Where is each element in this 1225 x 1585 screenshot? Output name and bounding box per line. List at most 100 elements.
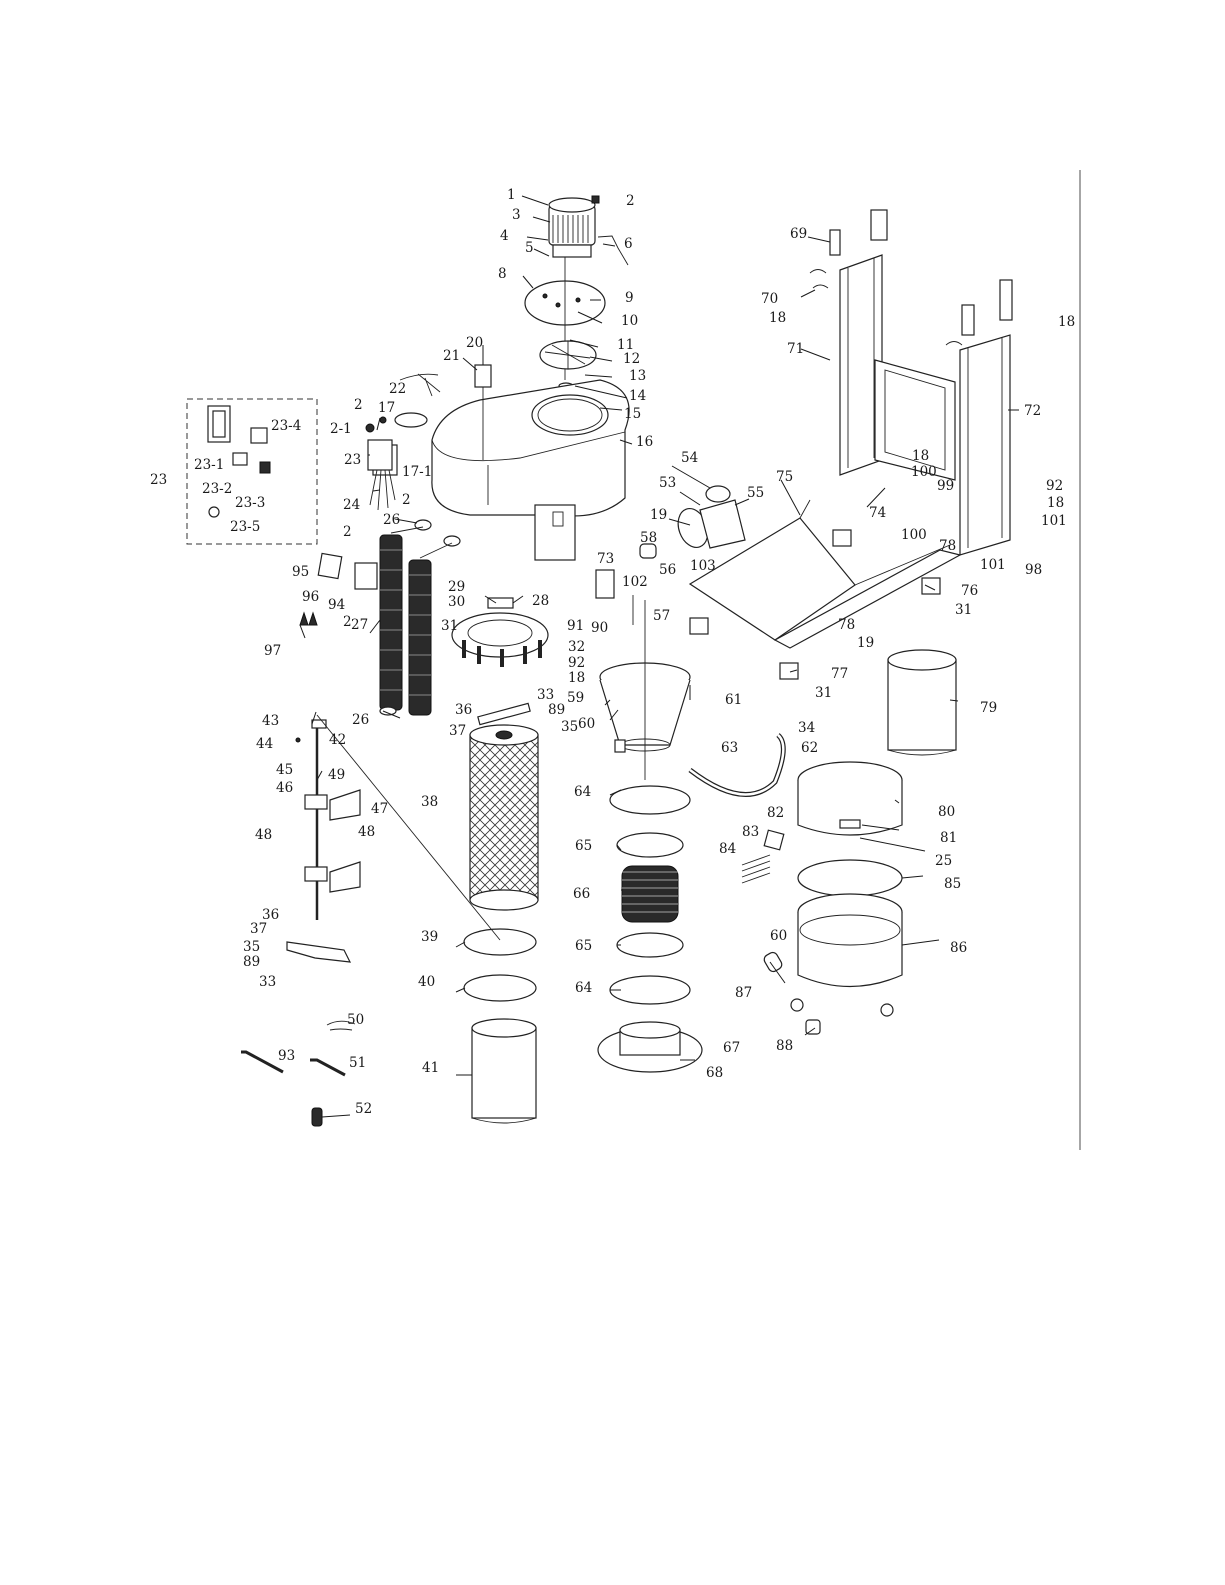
shaker-rod-assembly (286, 714, 501, 963)
base-68 (597, 1021, 703, 1073)
callout-12: 12 (623, 351, 640, 367)
callout-53: 53 (659, 475, 676, 491)
callout-61: 61 (725, 692, 742, 708)
flange-plate-32 (451, 597, 549, 667)
callout-18: 18 (568, 670, 585, 686)
ring-65a (616, 832, 684, 858)
gasket-17 (394, 412, 428, 428)
callout-93: 93 (278, 1048, 295, 1064)
motor-top (548, 197, 596, 213)
bar-33-top (477, 702, 531, 726)
inlet-53-55 (639, 485, 746, 559)
drum-assembly (797, 761, 903, 988)
callout-4: 4 (500, 228, 509, 244)
grate-84 (741, 854, 771, 884)
spring-66 (621, 865, 679, 923)
callout-10: 10 (621, 313, 638, 329)
hex-key-93 (241, 1050, 284, 1074)
callout-26: 26 (383, 512, 400, 528)
callout-88: 88 (776, 1038, 793, 1054)
motor-base (552, 244, 592, 258)
callout-52: 52 (355, 1101, 372, 1117)
callout-71: 71 (787, 341, 804, 357)
callout-49: 49 (328, 767, 345, 783)
callout-73: 73 (597, 551, 614, 567)
callout-103: 103 (690, 558, 716, 574)
callout-51: 51 (349, 1055, 366, 1071)
callout-22: 22 (389, 381, 406, 397)
callout-35-b: 35 (243, 939, 260, 955)
box-90 (595, 569, 615, 599)
callout-60-b: 60 (770, 928, 787, 944)
callout-23-5: 23-5 (230, 519, 260, 535)
callout-100-b: 100 (901, 527, 927, 543)
callout-40: 40 (418, 974, 435, 990)
callout-78-b: 78 (838, 617, 855, 633)
callout-2-1: 2-1 (330, 421, 352, 437)
callout-82: 82 (767, 805, 784, 821)
callout-23: 23 (150, 472, 167, 488)
handle-52 (311, 1107, 323, 1127)
callout-21: 21 (443, 348, 460, 364)
callout-57: 57 (653, 608, 670, 624)
callout-46: 46 (276, 780, 293, 796)
callout-18-c: 18 (1058, 314, 1075, 330)
callout-77: 77 (831, 666, 848, 682)
callout-29: 29 (448, 579, 465, 595)
callout-59: 59 (567, 690, 584, 706)
callout-labels: 1 2 3 4 5 6 8 9 10 11 12 13 14 15 16 20 … (150, 187, 1075, 1117)
casters (689, 529, 941, 680)
ring-39 (463, 928, 537, 956)
callout-6: 6 (624, 236, 633, 252)
wire-22 (399, 373, 441, 397)
callout-23-4: 23-4 (271, 418, 301, 434)
callout-2-b: 2 (354, 397, 363, 413)
callout-44: 44 (256, 736, 273, 752)
switch-detail-box (186, 398, 318, 545)
callout-5: 5 (525, 240, 534, 256)
callout-87: 87 (735, 985, 752, 1001)
stand-frame (809, 209, 1013, 556)
callout-28: 28 (532, 593, 549, 609)
callout-101-b: 101 (980, 557, 1006, 573)
callout-30: 30 (448, 594, 465, 610)
callout-78: 78 (939, 538, 956, 554)
motor-cord (597, 235, 629, 266)
callout-90: 90 (591, 620, 608, 636)
callout-64: 64 (574, 784, 591, 800)
callout-85: 85 (944, 876, 961, 892)
callout-13: 13 (629, 368, 646, 384)
callout-99: 99 (937, 478, 954, 494)
ring-64b (609, 975, 691, 1005)
callout-76: 76 (961, 583, 978, 599)
callout-56: 56 (659, 562, 676, 578)
callout-18-d: 18 (912, 448, 929, 464)
callout-89: 89 (548, 702, 565, 718)
motor-nut (591, 195, 600, 204)
leader-lines (299, 195, 1019, 1118)
collection-bag-41 (471, 1018, 537, 1124)
callout-9: 9 (625, 290, 634, 306)
callout-43: 43 (262, 713, 279, 729)
callout-102: 102 (622, 574, 648, 590)
callout-23-1: 23-1 (194, 457, 224, 473)
callout-55: 55 (747, 485, 764, 501)
flex-hoses-27 (379, 519, 461, 716)
callout-19-b: 19 (857, 635, 874, 651)
drum-liner-79 (887, 649, 957, 756)
callout-65-b: 65 (575, 938, 592, 954)
callout-67: 67 (723, 1040, 740, 1056)
blower-bracket (534, 504, 576, 561)
callout-96: 96 (302, 589, 319, 605)
callout-31-b: 31 (955, 602, 972, 618)
callout-58: 58 (640, 530, 657, 546)
callout-63: 63 (721, 740, 738, 756)
callout-48: 48 (255, 827, 272, 843)
callout-34: 34 (798, 720, 815, 736)
callout-74: 74 (869, 505, 886, 521)
callout-8: 8 (498, 266, 507, 282)
callout-42: 42 (329, 732, 346, 748)
callout-84: 84 (719, 841, 736, 857)
